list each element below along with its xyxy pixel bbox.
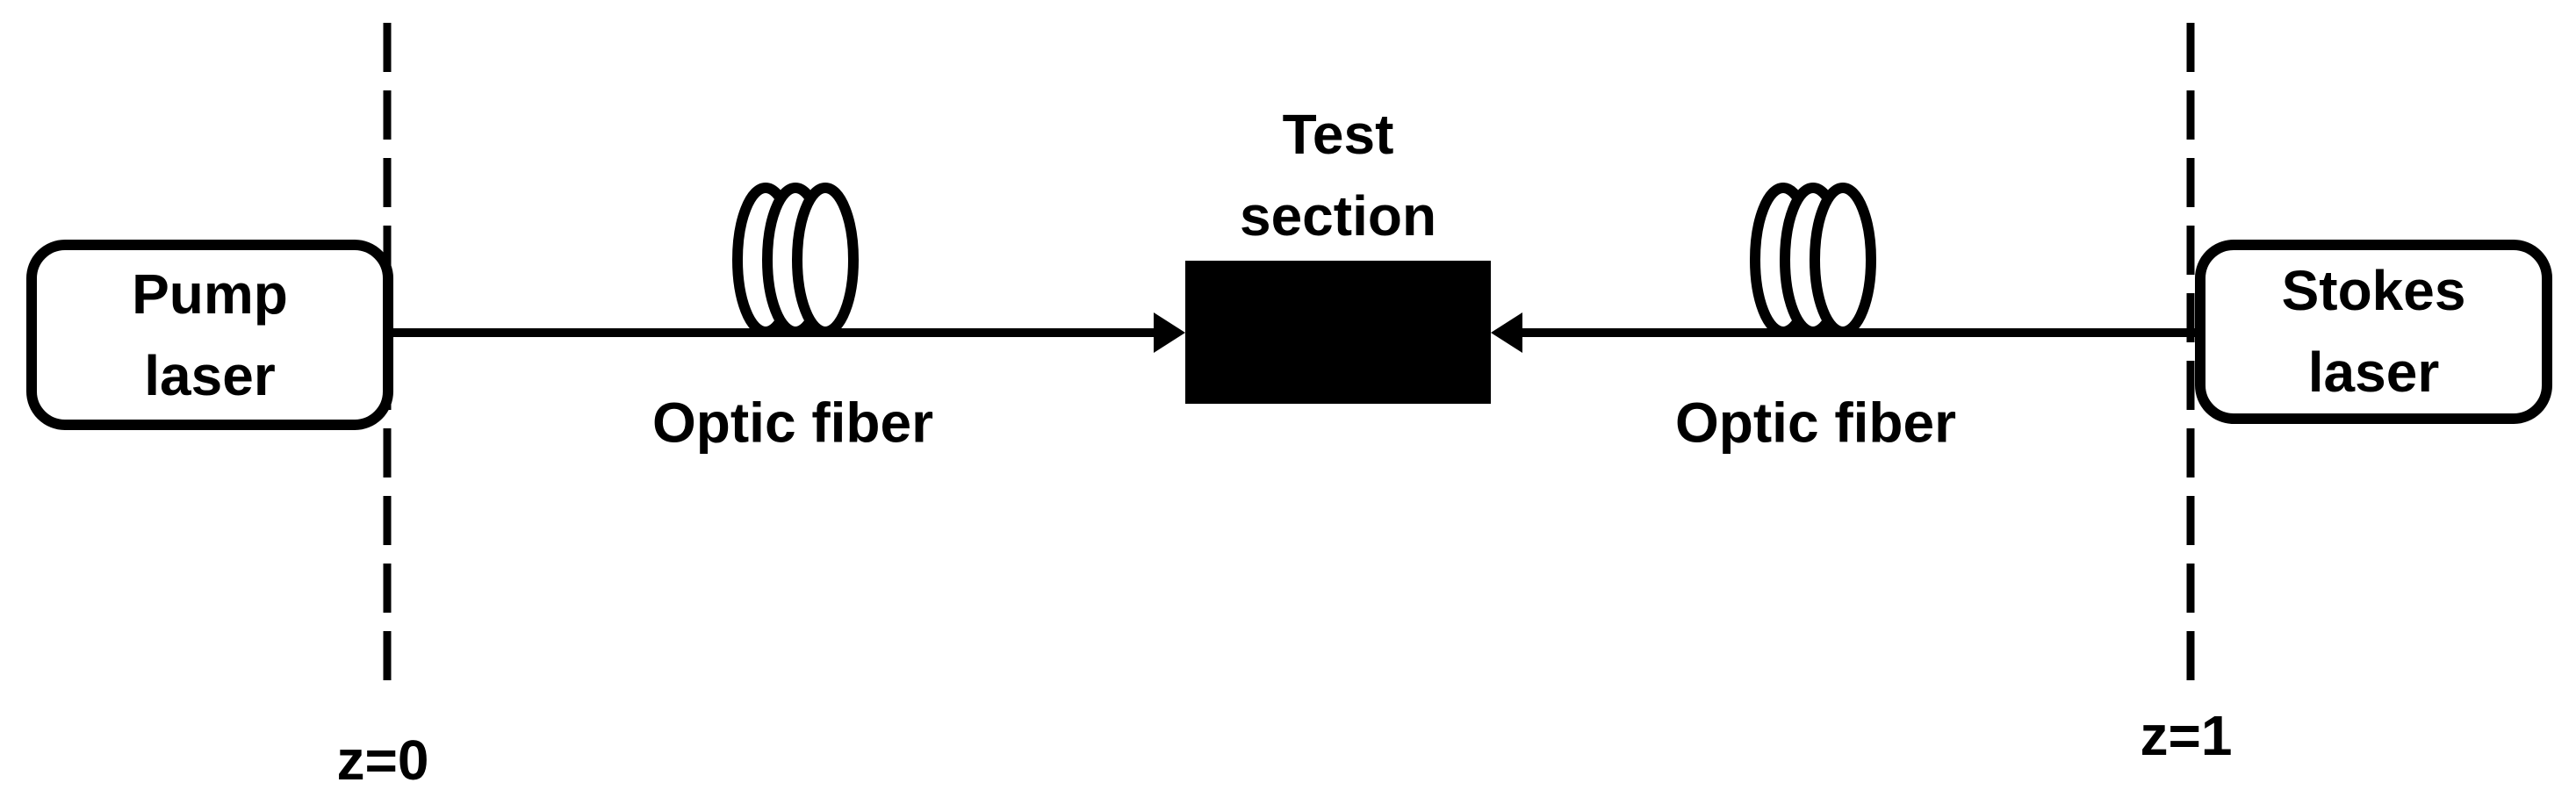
test-section-label: Test section	[1239, 103, 1437, 248]
arrowhead-left-icon	[1154, 312, 1185, 353]
coil-loop	[1810, 183, 1876, 337]
test-section-rect	[1185, 261, 1491, 404]
arrowhead-right-icon	[1491, 312, 1522, 353]
coil-loop	[792, 183, 859, 337]
pump-laser-label: Pump laser	[132, 262, 288, 407]
fiber-coil-icon-left	[732, 183, 859, 337]
fiber-coil-icon-right	[1750, 183, 1876, 337]
optic-fiber-label-left: Optic fiber	[651, 391, 934, 455]
optic-fiber-label-right: Optic fiber	[1674, 391, 1957, 455]
stokes-laser-label: Stokes laser	[2281, 259, 2466, 404]
z0-boundary-label: z=0	[336, 729, 429, 792]
z1-boundary-label: z=1	[2140, 704, 2233, 767]
pump-laser-box: Pump laser	[26, 240, 393, 430]
stokes-laser-box: Stokes laser	[2195, 240, 2552, 424]
